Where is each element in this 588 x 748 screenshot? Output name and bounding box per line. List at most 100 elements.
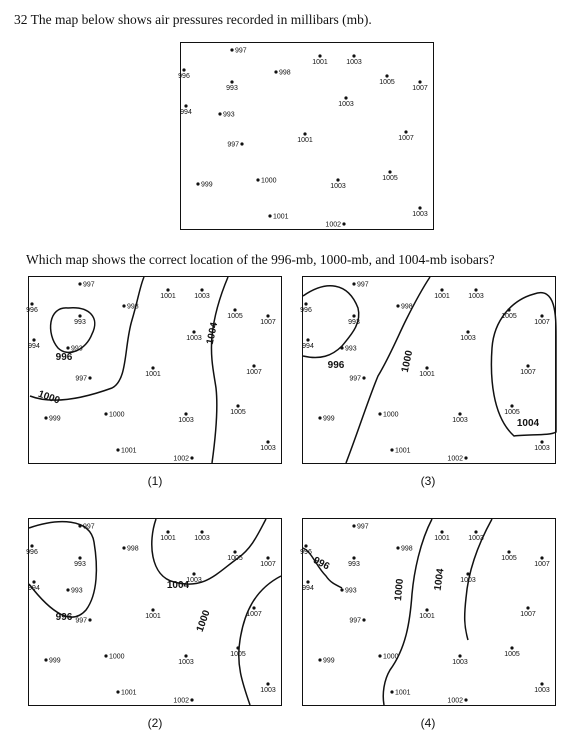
station-value: 1003 <box>330 183 346 190</box>
station-value: 997 <box>227 142 239 149</box>
isobar-line <box>490 291 557 437</box>
station-dot <box>306 338 310 342</box>
station-dot <box>540 556 544 560</box>
station-dot <box>388 170 392 174</box>
option-label-3[interactable]: (3) <box>420 474 436 488</box>
station-dot <box>252 364 256 368</box>
station-dot <box>151 608 155 612</box>
station-dot <box>425 608 429 612</box>
station-value: 997 <box>349 618 361 625</box>
station-value: 1000 <box>109 412 125 419</box>
option-label-4[interactable]: (4) <box>420 716 436 730</box>
isobar-label: 1000 <box>393 578 406 602</box>
station-dot <box>30 544 34 548</box>
option-label-1[interactable]: (1) <box>147 474 163 488</box>
station-value: 993 <box>71 588 83 595</box>
station-dot <box>88 376 92 380</box>
station-dot <box>464 456 468 460</box>
station-value: 1003 <box>178 659 194 666</box>
station-dot <box>196 182 200 186</box>
station-dot <box>66 588 70 592</box>
station-dot <box>466 572 470 576</box>
station-value: 1003 <box>534 445 550 452</box>
station-dot <box>192 572 196 576</box>
station-dot <box>200 530 204 534</box>
station-value: 998 <box>127 304 139 311</box>
station-dot <box>352 314 356 318</box>
station-value: 1005 <box>227 555 243 562</box>
station-value: 996 <box>300 549 312 556</box>
station-dot <box>166 530 170 534</box>
station-value: 1003 <box>186 335 202 342</box>
station-dot <box>425 366 429 370</box>
station-dot <box>116 448 120 452</box>
station-value: 994 <box>302 585 314 592</box>
station-value: 993 <box>345 346 357 353</box>
isobar-line <box>302 285 360 359</box>
station-dot <box>166 288 170 292</box>
station-dot <box>266 314 270 318</box>
option-label-2[interactable]: (2) <box>147 716 163 730</box>
station-value: 1003 <box>260 445 276 452</box>
station-dot <box>303 132 307 136</box>
station-value: 1001 <box>121 690 137 697</box>
station-value: 1003 <box>194 535 210 542</box>
station-value: 994 <box>28 343 40 350</box>
station-dot <box>78 314 82 318</box>
station-dot <box>44 658 48 662</box>
station-value: 1001 <box>297 137 313 144</box>
station-value: 1001 <box>160 293 176 300</box>
station-value: 1001 <box>145 371 161 378</box>
question-prompt: Which map shows the correct location of … <box>26 252 495 267</box>
station-dot <box>252 606 256 610</box>
station-dot <box>32 580 36 584</box>
station-dot <box>236 404 240 408</box>
station-value: 1005 <box>504 409 520 416</box>
station-value: 998 <box>127 546 139 553</box>
station-value: 997 <box>357 282 369 289</box>
map-border <box>28 276 282 464</box>
station-dot <box>526 606 530 610</box>
station-dot <box>418 80 422 84</box>
station-value: 993 <box>226 85 238 92</box>
station-value: 1000 <box>383 412 399 419</box>
station-value: 1005 <box>230 409 246 416</box>
isobar-label: 1000 <box>400 349 415 373</box>
station-dot <box>540 682 544 686</box>
isobar-label: 996 <box>56 352 73 363</box>
map-border <box>28 518 282 706</box>
station-value: 996 <box>300 307 312 314</box>
station-dot <box>274 70 278 74</box>
station-value: 997 <box>75 618 87 625</box>
station-dot <box>268 214 272 218</box>
station-value: 1003 <box>260 687 276 694</box>
station-dot <box>362 376 366 380</box>
station-dot <box>266 440 270 444</box>
station-value: 1007 <box>260 561 276 568</box>
station-dot <box>266 556 270 560</box>
station-value: 997 <box>83 524 95 531</box>
station-value: 1007 <box>534 561 550 568</box>
isobar-label: 996 <box>56 612 73 623</box>
station-dot <box>440 288 444 292</box>
station-value: 993 <box>223 112 235 119</box>
station-value: 993 <box>348 319 360 326</box>
station-dot <box>404 130 408 134</box>
station-dot <box>318 416 322 420</box>
station-value: 1003 <box>534 687 550 694</box>
isobar-line <box>49 307 96 354</box>
isobar-line <box>29 276 145 401</box>
station-value: 1007 <box>246 369 262 376</box>
station-value: 996 <box>26 307 38 314</box>
map-border <box>302 518 556 706</box>
station-value: 1007 <box>520 369 536 376</box>
station-value: 1001 <box>434 535 450 542</box>
station-dot <box>304 302 308 306</box>
station-value: 1000 <box>261 178 277 185</box>
station-dot <box>336 178 340 182</box>
station-value: 1005 <box>227 313 243 320</box>
